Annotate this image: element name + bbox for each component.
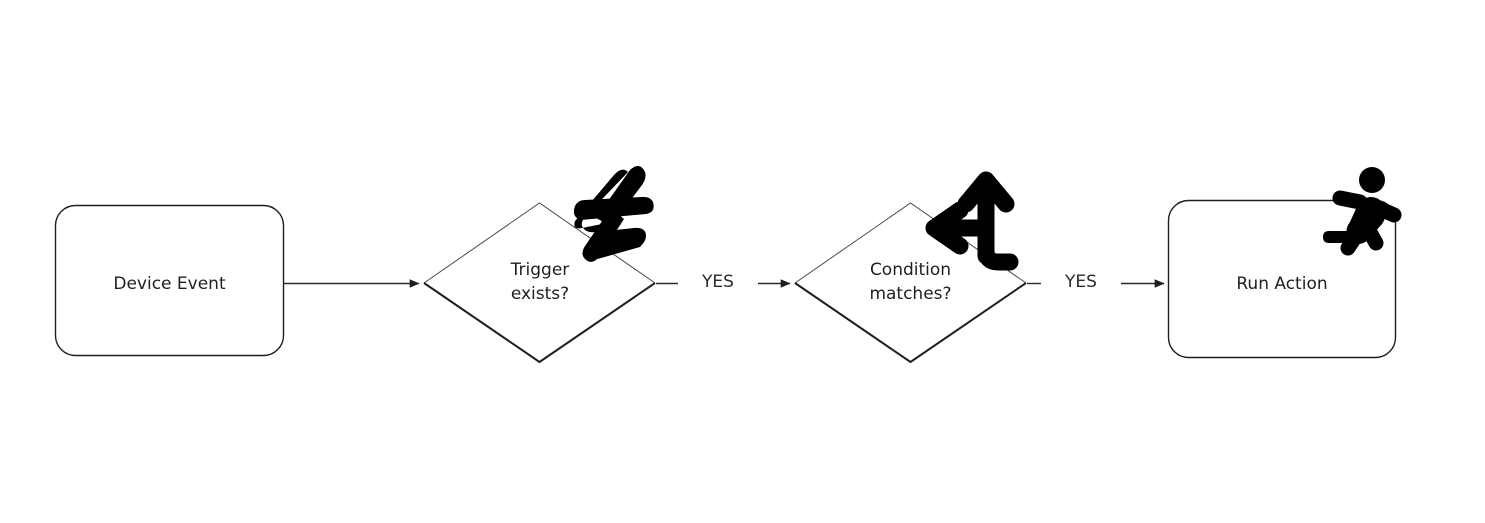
edge-label-condition-yes: YES xyxy=(1065,272,1097,292)
edge-label-trigger-yes: YES xyxy=(702,272,734,292)
node-trigger-exists[interactable] xyxy=(423,282,656,364)
branch-arrow-icon xyxy=(925,171,1019,271)
node-device-event[interactable] xyxy=(54,204,285,357)
running-person-icon xyxy=(1323,167,1402,256)
node-condition-matches[interactable] xyxy=(794,282,1027,364)
node-trigger-exists-upper-edges xyxy=(423,202,656,284)
lightning-bolt-icon xyxy=(573,165,654,262)
